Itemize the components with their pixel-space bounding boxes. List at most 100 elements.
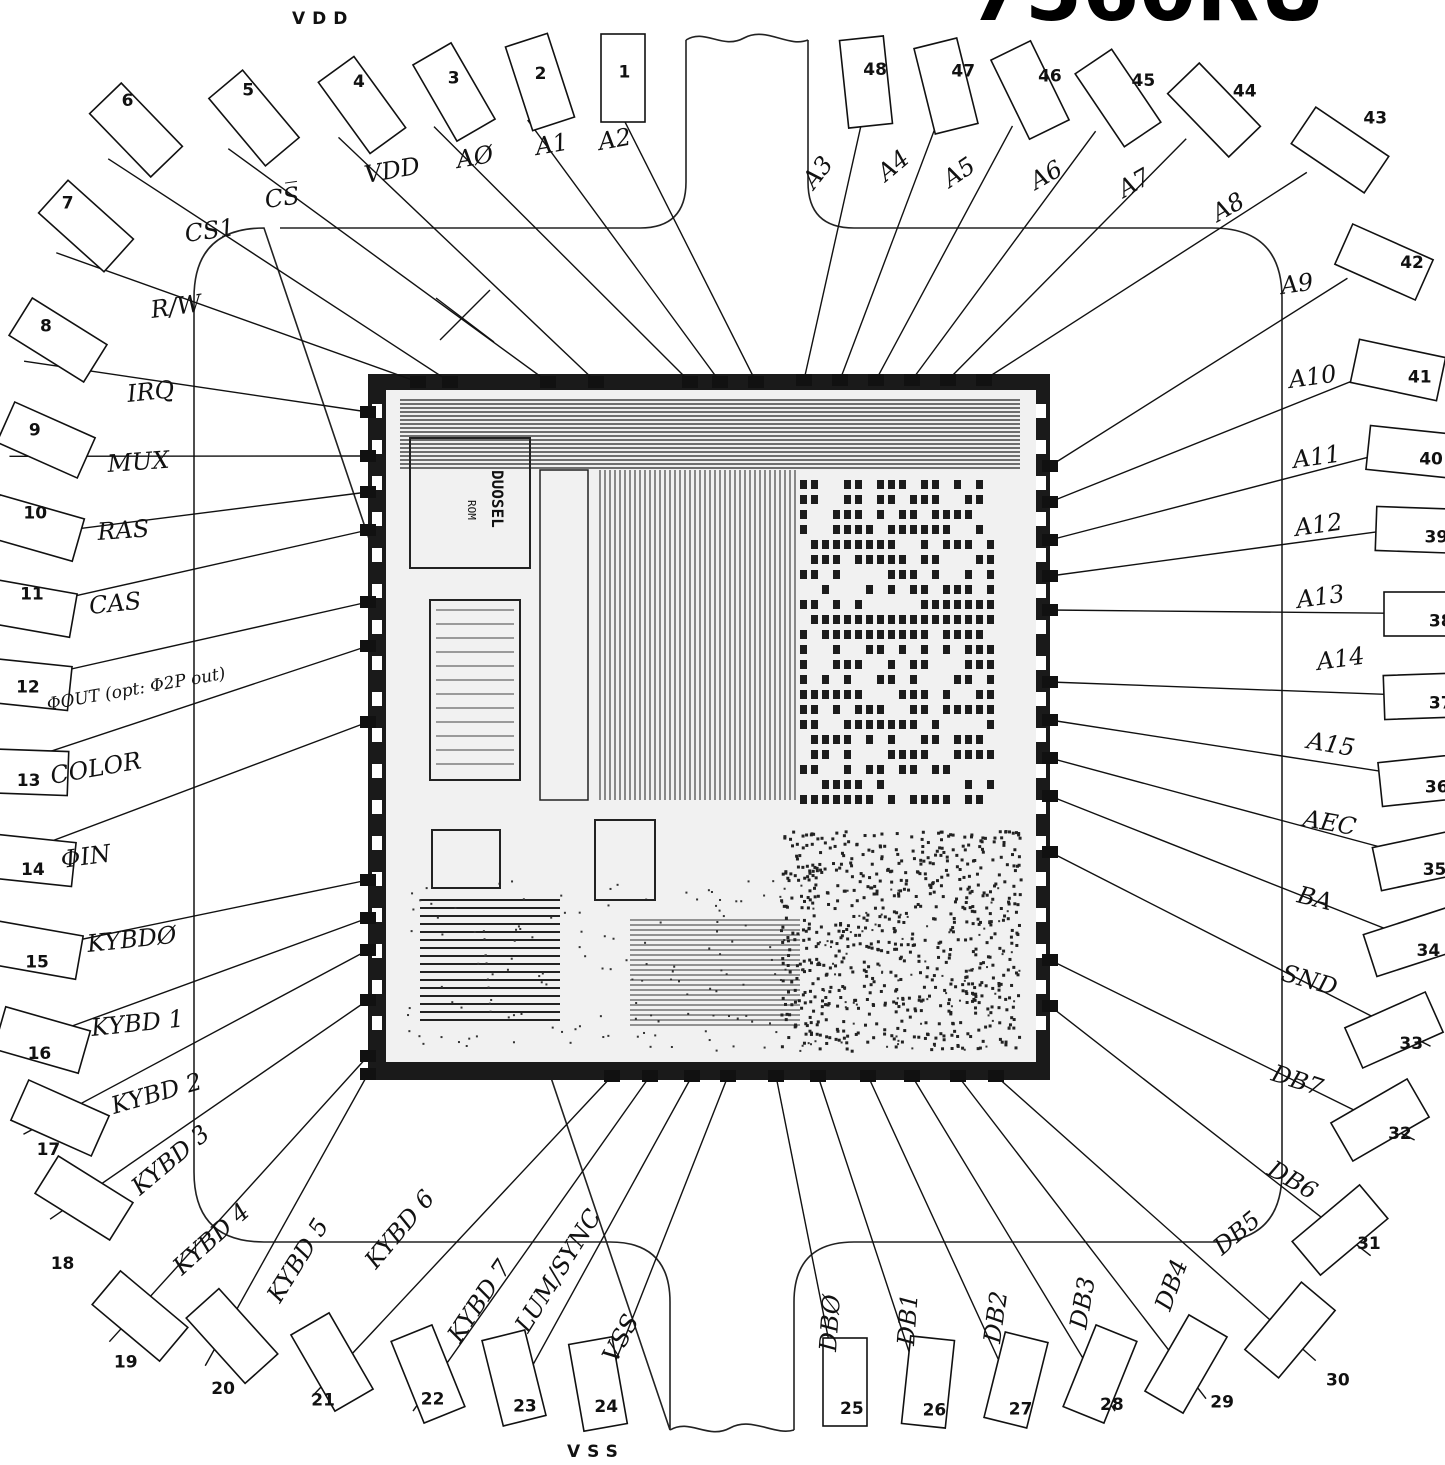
- bond-pad: [410, 376, 426, 388]
- pin-number: 10: [23, 503, 47, 523]
- bond-wire-28: [911, 1075, 1116, 1412]
- bond-pad: [360, 912, 376, 924]
- chip-title: 7560RU: [968, 0, 1326, 40]
- bond-pad: [360, 524, 376, 536]
- pin-signal-label: RAS: [95, 514, 150, 546]
- pin-number: 1: [619, 63, 631, 83]
- pin-lead-48: [838, 35, 894, 129]
- pin-lead-30: [1243, 1281, 1337, 1379]
- bond-pad: [868, 374, 884, 386]
- pin-5: 5CS̅: [207, 69, 301, 214]
- bond-wire-45: [911, 130, 1097, 381]
- pin-number: 33: [1399, 1034, 1423, 1054]
- pin-number: 24: [594, 1397, 618, 1417]
- pin-number: 36: [1425, 778, 1445, 798]
- pin-lead-3: [411, 41, 497, 143]
- pin-number: 42: [1400, 253, 1424, 273]
- bond-pad: [588, 376, 604, 388]
- pin-number: 11: [20, 585, 44, 605]
- pin-signal-label: A13: [1293, 580, 1346, 615]
- bond-pad: [604, 1070, 620, 1082]
- bond-wire-21: [311, 1075, 613, 1398]
- pin-signal-label: MUX: [105, 446, 171, 478]
- pin-number: 38: [1429, 612, 1445, 632]
- pin-signal-label: CS1: [183, 213, 236, 248]
- pin-signal-label: LUM/SYNC: [509, 1204, 607, 1338]
- pin-lead-7: [37, 179, 135, 273]
- pin-lead-26: [900, 1335, 956, 1429]
- pin-signal-label: A2: [594, 123, 633, 157]
- pin-25: 25 DBØ: [814, 1292, 868, 1427]
- bond-pad: [810, 1070, 826, 1082]
- bond-wire-31: [1049, 1005, 1372, 1257]
- pin-lead-20: [185, 1287, 279, 1385]
- pin-lead-21: [289, 1311, 375, 1413]
- pin-lead-32: [1329, 1077, 1431, 1163]
- bond-pad: [360, 1050, 376, 1062]
- bond-pad: [748, 376, 764, 388]
- bond-wire-4: [338, 136, 597, 383]
- pin-3: 3AØ: [411, 41, 497, 174]
- bond-pad: [360, 716, 376, 728]
- pin-lead-36: [1377, 752, 1445, 808]
- pin-number: 19: [114, 1353, 138, 1373]
- bond-pad: [940, 374, 956, 386]
- pin-lead-28: [1062, 1323, 1138, 1425]
- pin-signal-label: DB7: [1267, 1059, 1327, 1102]
- pin-1: 1A2: [594, 33, 646, 157]
- bond-pad: [768, 1070, 784, 1082]
- bond-pad: [1042, 676, 1058, 688]
- pin-signal-label: KYBD 1: [89, 1004, 185, 1042]
- pin-lead-47: [913, 37, 979, 135]
- pin-number: 25: [840, 1399, 864, 1419]
- pin-signal-label: DBØ: [814, 1292, 846, 1353]
- bond-pad: [360, 1068, 376, 1080]
- pin-lead-43: [1290, 106, 1390, 194]
- pin-signal-label: A3: [795, 151, 838, 196]
- pin-lead-15: [0, 919, 85, 981]
- bond-pad: [360, 640, 376, 652]
- pin-signal-label: KYBD 6: [359, 1185, 441, 1275]
- pin-lead-16: [0, 1005, 92, 1075]
- bond-pad: [1042, 846, 1058, 858]
- bond-pad: [1042, 714, 1058, 726]
- pin-38: 38 A13: [1293, 580, 1445, 637]
- pin-number: 2: [535, 64, 547, 84]
- vdd-header-label: VDD: [292, 9, 354, 29]
- bond-pad: [442, 376, 458, 388]
- bond-wire-30: [995, 1075, 1317, 1362]
- pin-lead-40: [1365, 424, 1445, 480]
- pin-signal-label: A8: [1205, 187, 1249, 229]
- pin-number: 47: [951, 61, 975, 81]
- bond-wire-5: [227, 148, 549, 383]
- bond-pad: [796, 374, 812, 386]
- pin-number: 31: [1357, 1234, 1381, 1254]
- pin-number: 44: [1233, 82, 1257, 102]
- pin-number: 13: [17, 771, 41, 791]
- bond-pad: [1042, 460, 1058, 472]
- pin-signal-label: A7: [1111, 162, 1156, 204]
- bond-pad: [360, 874, 376, 886]
- pin-number: 34: [1417, 941, 1441, 961]
- pin-lead-29: [1143, 1313, 1229, 1415]
- pin-lead-45: [1074, 48, 1162, 148]
- bond-pad: [360, 596, 376, 608]
- pin-signal-label: A10: [1285, 360, 1338, 395]
- pin-lead-5: [207, 69, 301, 167]
- bond-pad: [904, 374, 920, 386]
- pin-lead-12: [0, 656, 73, 712]
- bond-wire-2: [527, 119, 721, 383]
- bond-wire-19: [108, 1055, 369, 1343]
- pin-number: 16: [28, 1044, 52, 1064]
- pin-7: 7R/W: [37, 179, 205, 324]
